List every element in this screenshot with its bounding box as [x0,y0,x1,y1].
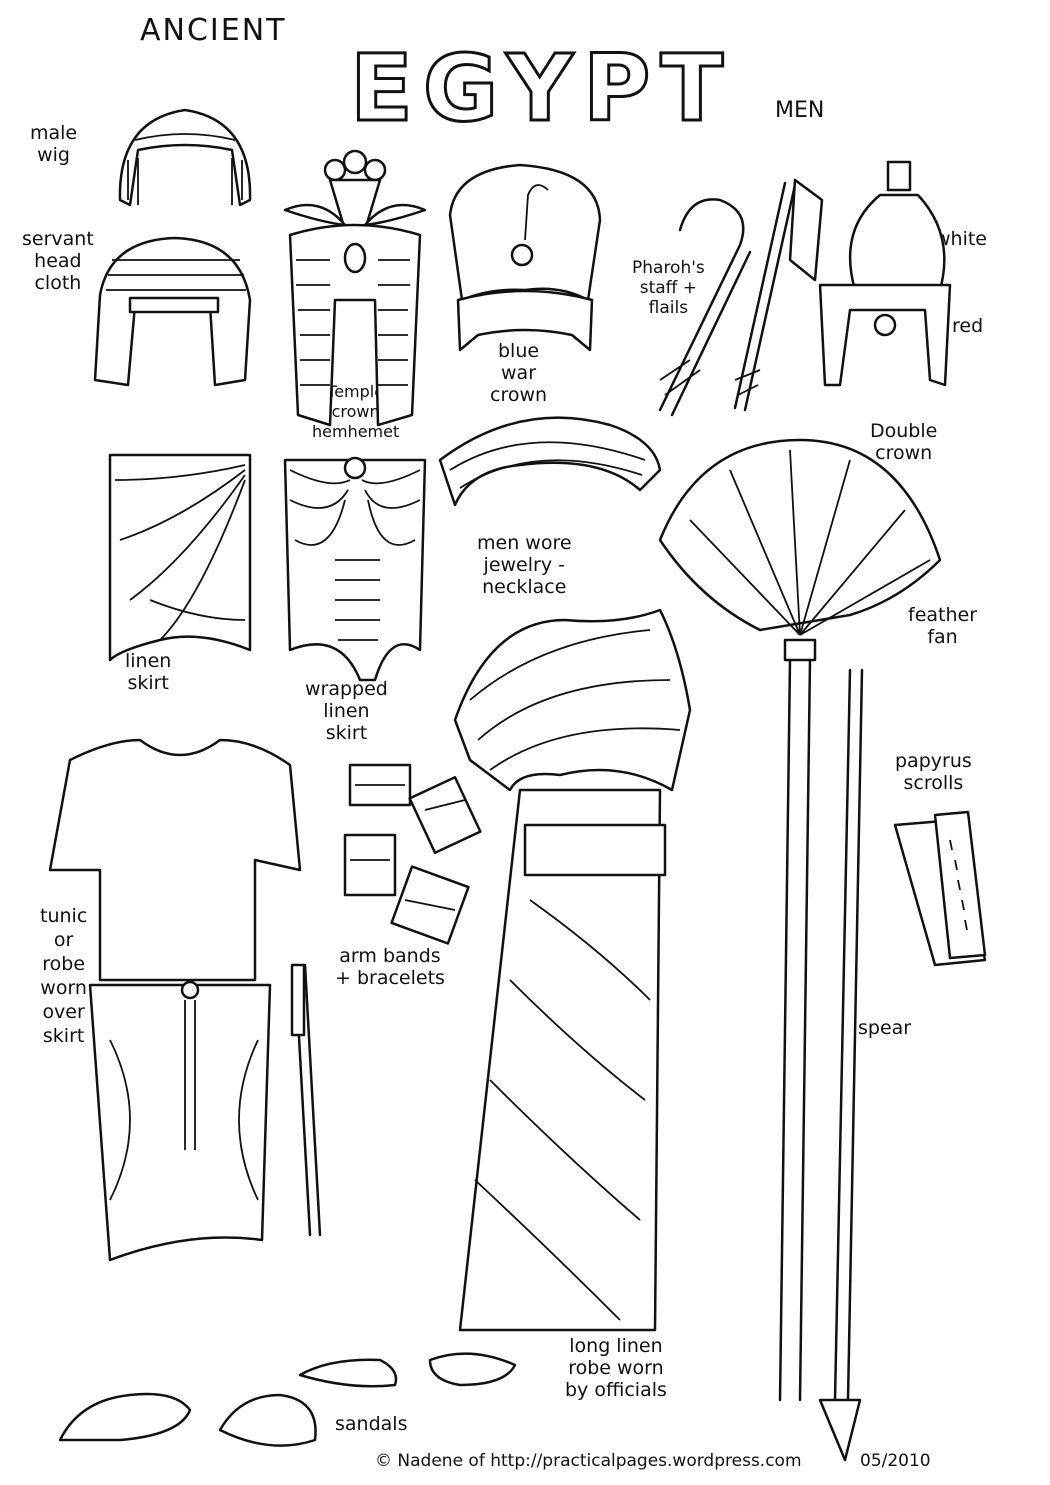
double-crown-illustration [818,160,952,387]
label-papyrus-scrolls: papyrus scrolls [895,750,972,794]
arm-bands-illustration [343,763,482,945]
sandals-illustration [58,1352,517,1447]
label-staff-flails: Pharoh's staff + flails [632,258,705,318]
footer-credit: © Nadene of http://practicalpages.wordpr… [375,1451,802,1471]
necklace-illustration [438,416,662,507]
label-necklace: men wore jewelry - necklace [477,532,572,598]
label-feather-fan: feather fan [908,604,978,648]
egypt-title-graphic: EGYPT [349,34,730,141]
label-temple-crown: Temple crown hemhemet [312,382,400,441]
feather-fan-illustration [658,438,942,1402]
temple-crown-illustration [283,149,427,427]
footer-date: 05/2010 [860,1451,931,1471]
staff-flails-illustration [658,178,824,417]
ancient-heading: ANCIENT [140,13,287,48]
label-linen-skirt: linen skirt [125,650,172,694]
men-heading: MEN [775,98,825,123]
label-spear: spear [858,1017,912,1039]
label-white: white [935,228,987,250]
label-male-wig: male wig [30,122,78,166]
label-red: red [952,315,984,337]
linen-skirt-illustration [108,453,252,662]
label-long-robe: long linen robe worn by officials [565,1335,667,1401]
long-robe-illustration [453,608,692,1332]
label-sandals: sandals [335,1413,408,1435]
label-blue-war-crown: blue war crown [490,340,548,406]
small-staff-illustration [290,963,322,1237]
blue-war-crown-illustration [448,163,602,352]
wrapped-linen-skirt-illustration [283,456,427,682]
label-arm-bands: arm bands + bracelets [335,945,445,989]
tunic-illustration [48,738,302,1262]
egypt-title: EGYPT [350,35,730,140]
servant-head-cloth-illustration [93,236,252,387]
spear-illustration [818,668,864,1462]
label-double-crown: Double crown [870,420,938,464]
label-servant-head-cloth: servant head cloth [22,228,94,294]
male-wig-illustration [118,108,252,207]
label-wrapped-linen-skirt: wrapped linen skirt [305,678,388,744]
papyrus-scrolls-illustration [893,810,987,967]
label-tunic: tunic or robe worn over skirt [40,905,88,1047]
